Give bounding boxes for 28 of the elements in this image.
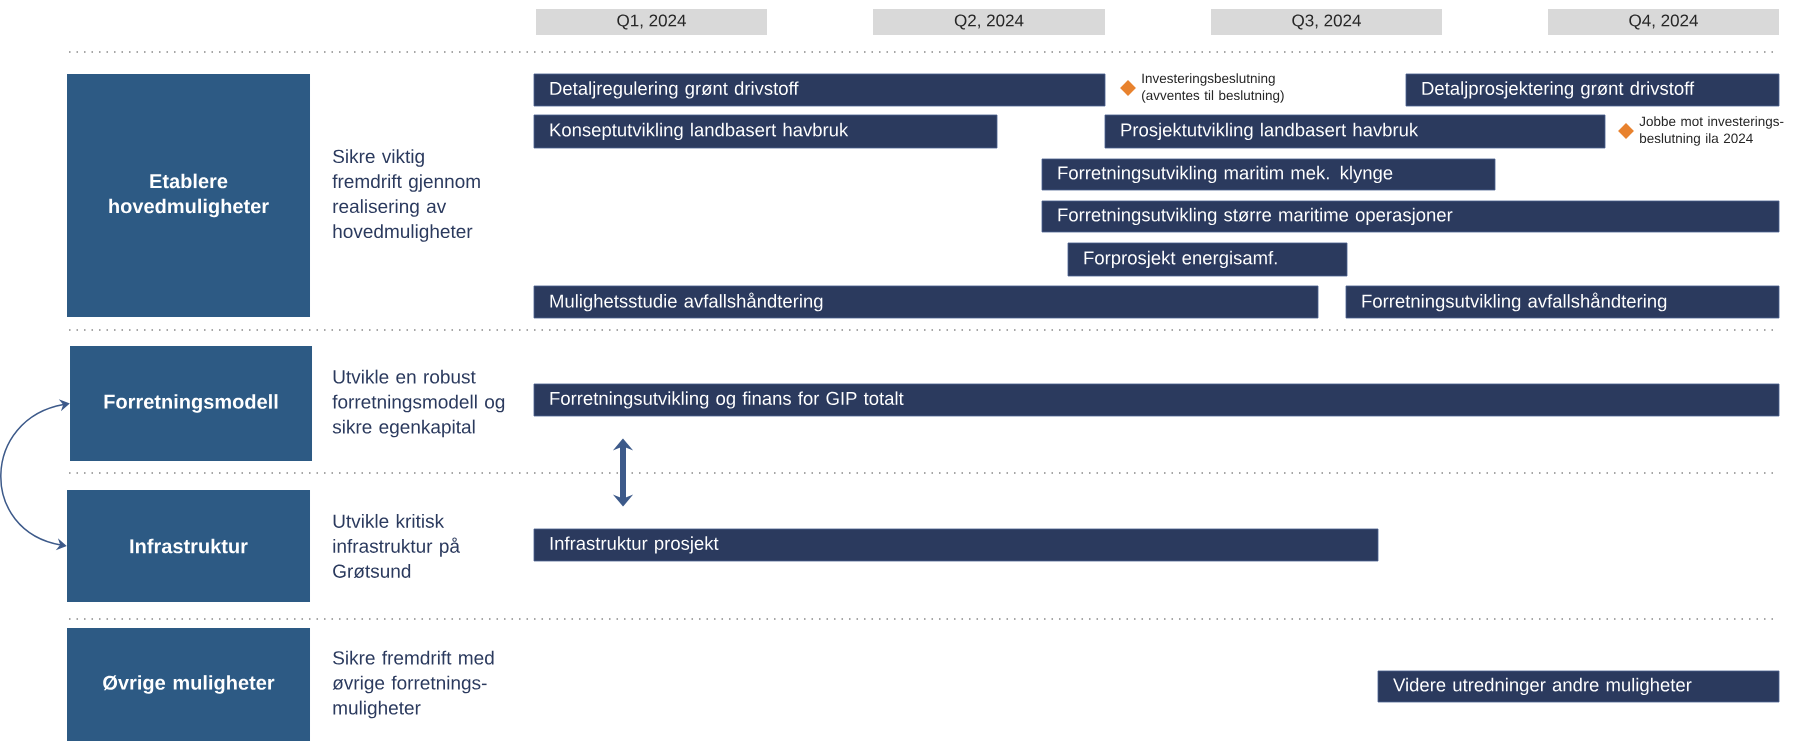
task-bar: Forretningsutvikling avfallshåndtering <box>1345 285 1780 319</box>
header-box: Q2, 2024 <box>873 9 1105 35</box>
category-box: Øvrige muligheter <box>67 628 310 741</box>
milestone-diamond <box>1120 80 1136 96</box>
description-text: Sikre viktig fremdrift gjennom realisering av hovedmuligheter <box>332 149 480 242</box>
milestone-diamond <box>1618 123 1634 139</box>
task-bar: Forretningsutvikling og finans for GIP totalt <box>533 383 1780 417</box>
task-bar: Infrastruktur prosjekt <box>533 528 1379 562</box>
description-text: Sikre fremdrift med øvrige forretnings-muligheter <box>332 650 494 719</box>
task-bar: Forretningsutvikling maritim mek. klynge <box>1041 158 1496 191</box>
category-box: Forretningsmodell <box>70 346 312 461</box>
task-bar: Forretningsutvikling større maritime operasjoner <box>1041 200 1780 233</box>
milestone-note: Investeringsbeslutning (avventes til beslutning) <box>1142 73 1284 103</box>
task-bar: Forprosjekt energisamf. <box>1067 242 1348 277</box>
header-box: Q4, 2024 <box>1548 9 1779 35</box>
category-box: Etablere hovedmuligheter <box>67 74 310 317</box>
task-bar: Konseptutvikling landbasert havbruk <box>533 114 998 149</box>
task-bar: Detaljregulering grønt drivstoff <box>533 73 1106 107</box>
task-bar: Videre utredninger andre muligheter <box>1377 670 1780 703</box>
category-box: Infrastruktur <box>67 490 310 602</box>
header-box: Q3, 2024 <box>1211 9 1442 35</box>
task-bar: Prosjektutvikling landbasert havbruk <box>1104 114 1606 149</box>
description-text: Utvikle en robust forretningsmodell og sikre egenkapital <box>332 369 505 438</box>
header-box: Q1, 2024 <box>536 9 767 35</box>
description-text: Utvikle kritisk infrastruktur på Grøtsund <box>333 513 460 579</box>
milestone-note: Jobbe mot investerings-beslutning ila 2024 <box>1639 116 1784 146</box>
task-bar: Mulighetsstudie avfallshåndtering <box>533 285 1319 319</box>
task-bar: Detaljprosjektering grønt drivstoff <box>1405 73 1780 107</box>
